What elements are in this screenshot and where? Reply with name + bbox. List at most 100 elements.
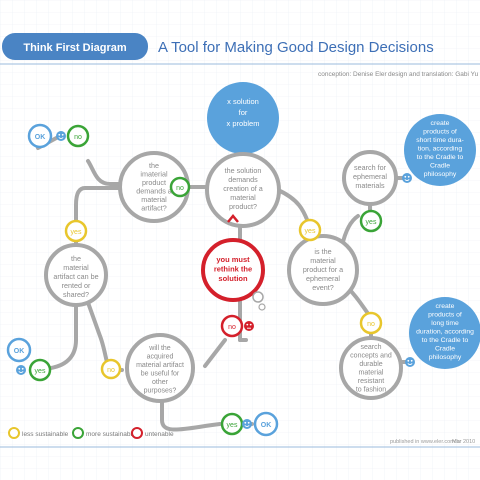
connector-immaterial-no bbox=[86, 159, 126, 186]
answer-no-demands: no bbox=[169, 176, 191, 198]
answer-yes-useful: yes bbox=[220, 412, 244, 436]
text-line: ephemeral bbox=[306, 274, 340, 283]
text-line: material bbox=[63, 263, 89, 272]
text-line: solution bbox=[218, 274, 248, 283]
footer: published in www.eler.com.br Mar 2010 bbox=[0, 439, 480, 448]
text-line: rethink the bbox=[214, 265, 252, 274]
text-line: other bbox=[152, 379, 169, 386]
ok-bubble-left: OK bbox=[6, 337, 32, 363]
logo-badge bbox=[2, 33, 148, 60]
answer-no-label: no bbox=[74, 134, 82, 141]
text-line: duration, according bbox=[416, 329, 474, 336]
header: Think First Diagram A Tool for Making Go… bbox=[0, 33, 480, 78]
text-line: you must bbox=[216, 255, 250, 264]
text-line: shared? bbox=[63, 290, 89, 299]
text-line: material bbox=[310, 256, 336, 265]
text-line: product for a bbox=[303, 265, 343, 274]
ok-bubble-topleft: OK bbox=[27, 123, 53, 149]
answer-no-ephemeral: no bbox=[359, 311, 383, 335]
text-line: x solution bbox=[227, 97, 259, 106]
answer-no-label: no bbox=[107, 367, 115, 374]
answer-yes-immaterial: yes bbox=[64, 219, 88, 243]
connector-useful-yes bbox=[160, 396, 222, 432]
answer-no-useful: no bbox=[220, 314, 244, 338]
answer-no-rented: no bbox=[100, 358, 122, 380]
page-title: A Tool for Making Good Design Decisions bbox=[158, 39, 434, 56]
text-line: long time bbox=[431, 320, 459, 327]
smiley-icon bbox=[242, 419, 252, 429]
text-line: demands a bbox=[136, 187, 172, 196]
logo-text: Think First Diagram bbox=[23, 42, 127, 54]
text-line: creation of a bbox=[223, 184, 263, 193]
credit-concept: conception: Denise Eler bbox=[318, 71, 387, 78]
credit-design: design and translation: Gabi Yu bbox=[388, 71, 479, 78]
legend: less sustainable more sustainable untena… bbox=[8, 427, 174, 439]
text-line: is the bbox=[314, 247, 331, 256]
text-line: product? bbox=[229, 202, 257, 211]
text-line: the bbox=[71, 254, 81, 263]
text-line: material bbox=[230, 193, 256, 202]
ok-bubble-bottom: OK bbox=[253, 411, 279, 437]
footer-published: published in www.eler.com.br bbox=[390, 439, 461, 445]
text-line: x problem bbox=[227, 119, 260, 128]
text-line: Cradle bbox=[435, 346, 455, 353]
answer-yes-demands: yes bbox=[298, 218, 322, 242]
text-line: imaterial bbox=[140, 170, 168, 179]
text-line: event? bbox=[312, 283, 334, 292]
text-line: for bbox=[239, 108, 248, 117]
text-line: material bbox=[141, 195, 167, 204]
text-line: artifact? bbox=[141, 204, 167, 213]
text-line: durable bbox=[359, 361, 382, 368]
text-line: to the Cradle to bbox=[422, 337, 469, 344]
sad-face-icon bbox=[244, 321, 254, 331]
text-line: Cradle bbox=[430, 163, 450, 170]
text-line: tion, according bbox=[418, 146, 462, 153]
answer-no-label: no bbox=[176, 185, 184, 192]
ok-label: OK bbox=[14, 348, 25, 355]
text-line: resistant bbox=[358, 378, 385, 385]
text-line: materials bbox=[355, 181, 385, 190]
rethink-arrow bbox=[227, 214, 239, 223]
text-line: product bbox=[142, 178, 166, 187]
ok-label: OK bbox=[261, 422, 272, 429]
connector-immaterial-yes bbox=[74, 186, 126, 225]
answer-yes-label: yes bbox=[227, 422, 238, 429]
text-line: short time dura- bbox=[416, 137, 464, 144]
answer-yes-label: yes bbox=[366, 219, 377, 226]
ok-label: OK bbox=[35, 134, 46, 141]
text-line: purposes? bbox=[144, 388, 177, 395]
smiley-icon bbox=[405, 357, 415, 367]
text-line: create bbox=[436, 303, 455, 310]
text-line: acquired bbox=[147, 354, 174, 361]
text-line: products of bbox=[423, 129, 457, 136]
smiley-icon bbox=[402, 173, 412, 183]
text-line: to fashion bbox=[356, 387, 386, 394]
answer-yes-label: yes bbox=[71, 229, 82, 236]
legend-swatch-red bbox=[131, 427, 143, 439]
answer-no-label: no bbox=[228, 324, 236, 331]
text-line: material artifact bbox=[136, 362, 184, 369]
answer-no-label: no bbox=[367, 321, 375, 328]
answer-no-immaterial: no bbox=[66, 124, 90, 148]
text-line: will the bbox=[148, 345, 171, 352]
legend-label: untenable bbox=[145, 431, 174, 438]
answer-yes-label: yes bbox=[305, 228, 316, 235]
answer-yes-rented: yes bbox=[28, 358, 52, 382]
text-line: the bbox=[149, 161, 159, 170]
start-node: x solution for x problem bbox=[207, 82, 279, 154]
text-line: material bbox=[359, 370, 384, 377]
start-node-text: x solution for x problem bbox=[227, 97, 260, 128]
legend-label: more sustainable bbox=[86, 431, 136, 438]
